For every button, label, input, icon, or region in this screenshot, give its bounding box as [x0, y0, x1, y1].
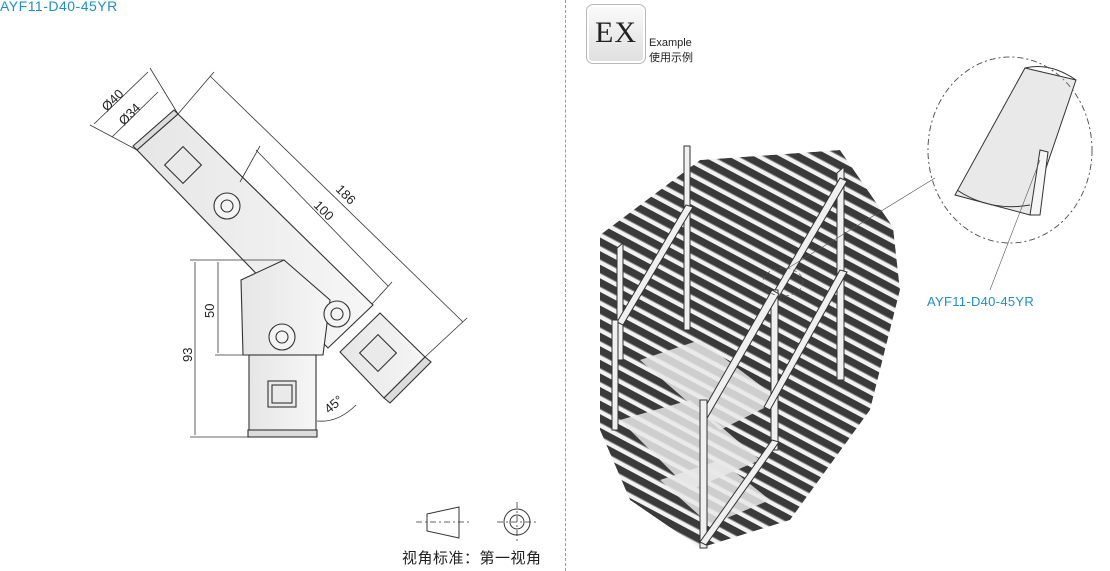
dim-angle: 45°	[321, 392, 346, 416]
example-scene	[600, 56, 1093, 549]
callout-part-code: AYF11-D40-45YR	[927, 294, 1035, 309]
example-label-cn: 使用示例	[649, 52, 693, 64]
dim-overall-length: 186	[333, 182, 359, 208]
dim-inner-diameter: Ø34	[116, 100, 144, 128]
dim-vertical-center: 50	[202, 304, 217, 318]
example-badge: EX	[586, 4, 646, 64]
divider-line	[565, 0, 566, 571]
fitting-drawing	[89, 67, 468, 438]
dim-center-length: 100	[311, 198, 337, 224]
projection-symbol	[416, 502, 537, 542]
dim-vertical-overall: 93	[180, 348, 195, 362]
example-label-en: Example	[649, 37, 692, 49]
part-code-title: AYF11-D40-45YR	[0, 0, 118, 14]
projection-label: 视角标准：第一视角	[402, 550, 542, 567]
